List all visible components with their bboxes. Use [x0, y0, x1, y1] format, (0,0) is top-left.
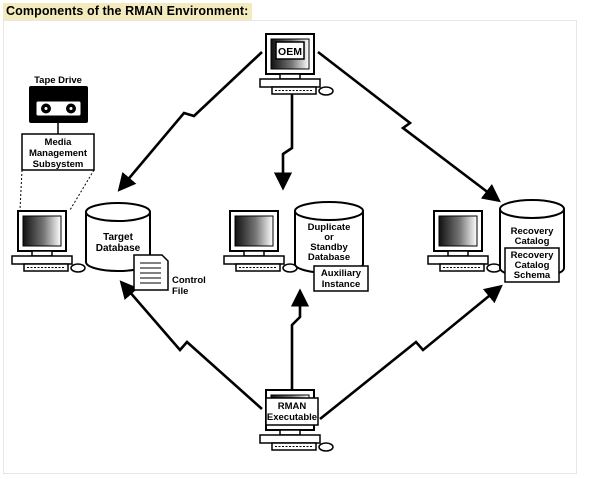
- catalog-computer-icon: [427, 210, 502, 273]
- link-rman-auxiliary: [290, 288, 310, 392]
- link-oem-duplicate: [273, 82, 294, 191]
- target-database-line2: Database: [96, 243, 141, 254]
- duplicate-database-icon: [294, 201, 364, 274]
- link-rman-target: [119, 280, 263, 410]
- recovery-catalog-schema-line3: Schema: [514, 270, 551, 281]
- control-file-line1: Control: [172, 275, 206, 286]
- media-management-line3: Subsystem: [33, 159, 84, 170]
- duplicate-db-line1: Duplicate: [308, 222, 351, 233]
- oem-label: OEM: [278, 46, 302, 58]
- control-file-icon: [133, 254, 169, 291]
- media-dashed-left: [19, 169, 23, 211]
- duplicate-db-line3: Standby: [310, 242, 348, 253]
- tape-drive-icon: [29, 86, 88, 123]
- media-management-line1: Media: [45, 137, 73, 148]
- duplicate-db-line2: or: [324, 232, 334, 243]
- recovery-catalog-schema-line1: Recovery: [511, 250, 554, 261]
- oem-label-box: [275, 41, 305, 60]
- duplicate-computer-icon: [223, 210, 298, 273]
- target-computer-icon: [11, 210, 86, 273]
- control-file-line2: File: [172, 286, 188, 297]
- link-oem-target: [117, 51, 263, 192]
- page-title: Components of the RMAN Environment:: [3, 3, 253, 20]
- rman-label-line1: RMAN: [278, 401, 307, 412]
- media-dashed-right: [69, 169, 95, 211]
- media-management-box: [21, 133, 95, 171]
- recovery-catalog-schema-line2: Catalog: [515, 260, 550, 271]
- recovery-catalog-line1: Recovery: [511, 226, 554, 237]
- duplicate-db-line4: Database: [308, 252, 350, 263]
- auxiliary-instance-line1: Auxiliary: [321, 268, 362, 279]
- target-database-line1: Target: [103, 232, 133, 243]
- link-rman-catalog: [319, 284, 503, 421]
- auxiliary-instance-box: [313, 265, 369, 292]
- rman-label-line2: Executable: [267, 412, 317, 423]
- tape-drive-label: Tape Drive: [34, 75, 82, 86]
- link-oem-catalog: [317, 50, 501, 203]
- recovery-catalog-line2: Catalog: [515, 236, 550, 247]
- auxiliary-instance-line2: Instance: [322, 279, 361, 290]
- recovery-catalog-schema-box: [504, 247, 560, 283]
- media-management-line2: Management: [29, 148, 88, 159]
- rman-label-box: [265, 397, 319, 426]
